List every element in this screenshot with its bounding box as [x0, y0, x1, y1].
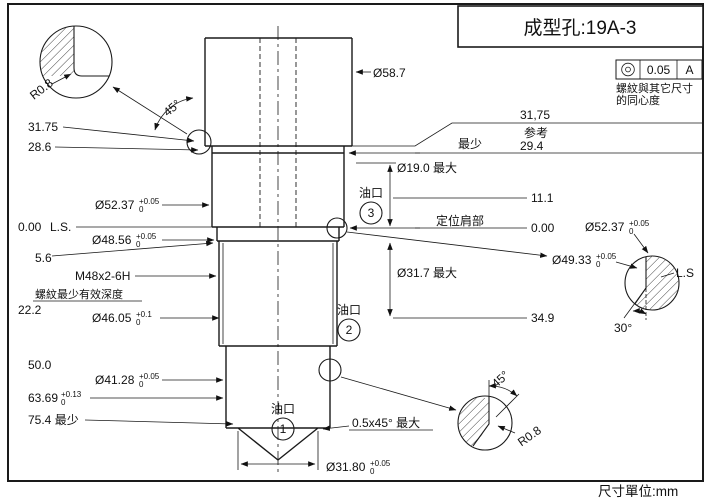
thread-lines — [222, 243, 334, 344]
oil-port-balloon-3: 油口 3 — [359, 186, 383, 225]
dim-dia-31-80-tol-upper: +0.05 — [370, 459, 391, 468]
dim-height-63-69-tol-upper: +0.13 — [61, 390, 82, 399]
dim-dia-46-05-tol-upper: +0.1 — [136, 310, 152, 319]
feature-control-frame: 0.05 A 螺紋與其它尺寸 的同心度 — [615, 59, 703, 107]
detail-marker-lower — [318, 358, 342, 382]
detail-dia-49-33-tol-lower: 0 — [596, 260, 601, 269]
part-title: 成型孔:19A-3 — [524, 17, 637, 39]
part-outline — [204, 37, 353, 461]
dimension-lines — [33, 96, 702, 470]
detail-angle-45-br: 45° — [489, 368, 512, 391]
datum-right-0-00: 0.00 — [531, 221, 555, 235]
dim-height-50-0: 50.0 — [28, 358, 52, 372]
detail-dia-52-37-tol-lower: 0 — [629, 227, 634, 236]
bottom-dimensions: 0.5x45° 最大 Ø31.80 +0.05 0 — [326, 416, 420, 476]
concentricity-icon — [621, 62, 635, 77]
dim-dia-52-37-tol-upper: +0.05 — [139, 197, 160, 206]
dim-height-5-6: 5.6 — [35, 251, 52, 265]
chamfer-angle-45: 45° — [161, 97, 184, 120]
dim-height-22-2: 22.2 — [18, 303, 42, 317]
detail-view-bottom-right: 45° R0.8 — [457, 368, 544, 451]
detail-marker-top — [186, 129, 212, 155]
ref-label: 参考 — [524, 125, 548, 140]
fcf-tolerance: 0.05 — [647, 63, 671, 77]
thread-depth-note: 螺紋最少有效深度 — [35, 287, 123, 301]
thread-spec: M48x2-6H — [75, 269, 130, 283]
dim-dia-48-56-tol-upper: +0.05 — [136, 232, 157, 241]
dim-height-28-6: 28.6 — [28, 140, 52, 154]
drawing-border — [7, 3, 704, 482]
left-dimensions: 31.75 28.6 Ø52.37 +0.05 0 0.00 L.S. Ø48.… — [18, 120, 160, 427]
right-dimensions: Ø58.7 31,75 参考 最少 29.4 Ø19.0 最大 11.1 定位肩… — [373, 66, 555, 325]
dim-dia-19-max: Ø19.0 最大 — [397, 161, 457, 175]
dim-dia-46-05: Ø46.05 — [92, 311, 132, 325]
oil-port-label-2: 油口 — [337, 303, 361, 317]
fcf-datum: A — [685, 63, 693, 77]
detail-dia-52-37: Ø52.37 — [585, 220, 625, 234]
oil-port-label-1: 油口 — [271, 402, 295, 416]
dim-dia-31-80-tol-lower: 0 — [370, 467, 375, 476]
detail-radius-br: R0.8 — [515, 423, 544, 449]
dim-height-75-4-min: 75.4 最少 — [28, 413, 79, 427]
dim-29-4: 29.4 — [520, 139, 544, 153]
dim-dia-41-28-tol-lower: 0 — [139, 380, 144, 389]
units-label: 尺寸單位:mm — [598, 484, 678, 499]
fcf-note-2: 的同心度 — [616, 93, 660, 107]
dim-dia-52-37-tol-lower: 0 — [139, 205, 144, 214]
dim-34-9: 34.9 — [531, 311, 555, 325]
detail-view-top-left: R0.8 — [27, 25, 113, 103]
label-ls: L.S. — [50, 220, 71, 234]
dim-dia-58-7: Ø58.7 — [373, 66, 406, 80]
leader-lines — [51, 69, 649, 434]
datum-0-00: 0.00 — [18, 220, 42, 234]
dim-height-31-75: 31.75 — [28, 120, 58, 134]
detail-dia-52-37-tol-upper: +0.05 — [629, 219, 650, 228]
oil-port-label-3: 油口 — [359, 186, 383, 200]
dim-11-1: 11.1 — [531, 191, 554, 205]
oil-port-balloon-1: 油口 1 — [271, 402, 295, 441]
dim-dia-31-80: Ø31.80 — [326, 460, 366, 474]
oil-port-number-2: 2 — [346, 323, 353, 337]
oil-port-number-3: 3 — [368, 206, 375, 220]
dim-dia-46-05-tol-lower: 0 — [136, 318, 141, 327]
detail-view-right: 30° L.S Ø52.37 +0.05 0 Ø49.33 +0.05 0 — [552, 219, 694, 335]
detail-marker-shoulder — [326, 217, 348, 239]
shoulder-label: 定位肩部 — [436, 213, 484, 228]
dim-ref-31-75: 31,75 — [520, 108, 550, 122]
dim-dia-41-28-tol-upper: +0.05 — [139, 372, 160, 381]
dim-dia-48-56: Ø48.56 — [92, 233, 132, 247]
min-label: 最少 — [458, 137, 482, 151]
dim-dia-52-37: Ø52.37 — [95, 198, 135, 212]
detail-dia-49-33: Ø49.33 — [552, 253, 592, 267]
title-block: 成型孔:19A-3 — [457, 5, 704, 48]
oil-port-number-1: 1 — [280, 422, 287, 436]
chamfer-note: 0.5x45° 最大 — [352, 416, 420, 430]
dim-dia-48-56-tol-lower: 0 — [136, 240, 141, 249]
dim-dia-41-28: Ø41.28 — [95, 373, 135, 387]
detail-radius-tl: R0.8 — [27, 76, 56, 103]
dim-dia-31-7-max: Ø31.7 最大 — [397, 266, 457, 280]
fcf-note-1: 螺紋與其它尺寸 — [616, 81, 693, 95]
detail-ls-label: L.S — [676, 266, 694, 280]
oil-port-balloon-2: 油口 2 — [337, 303, 361, 342]
detail-dia-49-33-tol-upper: +0.05 — [596, 252, 617, 261]
detail-angle-30: 30° — [614, 321, 632, 335]
dim-height-63-69-tol-lower: 0 — [61, 398, 66, 407]
dim-height-63-69: 63.69 — [28, 391, 58, 405]
